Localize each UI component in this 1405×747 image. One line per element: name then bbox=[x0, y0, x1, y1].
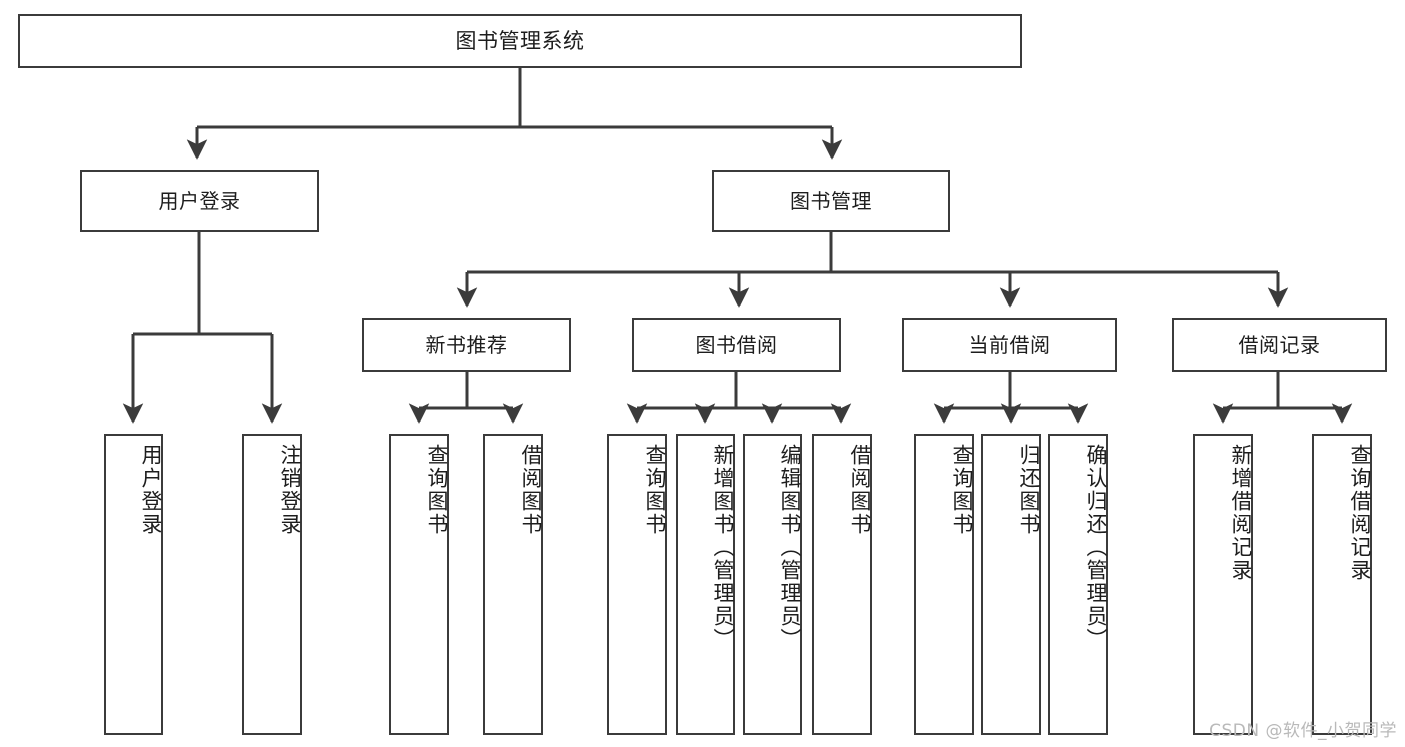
leaf-logout[interactable]: 注销登录 bbox=[242, 434, 302, 735]
leaf-return-book[interactable]: 归还图书 bbox=[981, 434, 1041, 735]
node-current-borrow[interactable]: 当前借阅 bbox=[902, 318, 1117, 372]
node-new-book-recommend[interactable]: 新书推荐 bbox=[362, 318, 571, 372]
leaf-user-login[interactable]: 用户登录 bbox=[104, 434, 163, 735]
leaf-borrow-book-borrow[interactable]: 借阅图书 bbox=[812, 434, 872, 735]
node-book-management[interactable]: 图书管理 bbox=[712, 170, 950, 232]
leaf-query-book-current[interactable]: 查询图书 bbox=[914, 434, 974, 735]
leaf-query-book-borrow[interactable]: 查询图书 bbox=[607, 434, 667, 735]
leaf-add-book[interactable]: 新增图书（管理员） bbox=[676, 434, 735, 735]
leaf-add-borrow-record[interactable]: 新增借阅记录 bbox=[1193, 434, 1253, 735]
leaf-confirm-return[interactable]: 确认归还（管理员） bbox=[1048, 434, 1108, 735]
node-root-system[interactable]: 图书管理系统 bbox=[18, 14, 1022, 68]
node-user-login[interactable]: 用户登录 bbox=[80, 170, 319, 232]
leaf-borrow-book-recommend[interactable]: 借阅图书 bbox=[483, 434, 543, 735]
csdn-watermark: CSDN @软件_小贺同学 bbox=[1209, 721, 1397, 741]
leaf-edit-book[interactable]: 编辑图书（管理员） bbox=[743, 434, 802, 735]
leaf-query-book-recommend[interactable]: 查询图书 bbox=[389, 434, 449, 735]
node-borrow-record[interactable]: 借阅记录 bbox=[1172, 318, 1387, 372]
leaf-query-borrow-record[interactable]: 查询借阅记录 bbox=[1312, 434, 1372, 735]
node-book-borrow[interactable]: 图书借阅 bbox=[632, 318, 841, 372]
